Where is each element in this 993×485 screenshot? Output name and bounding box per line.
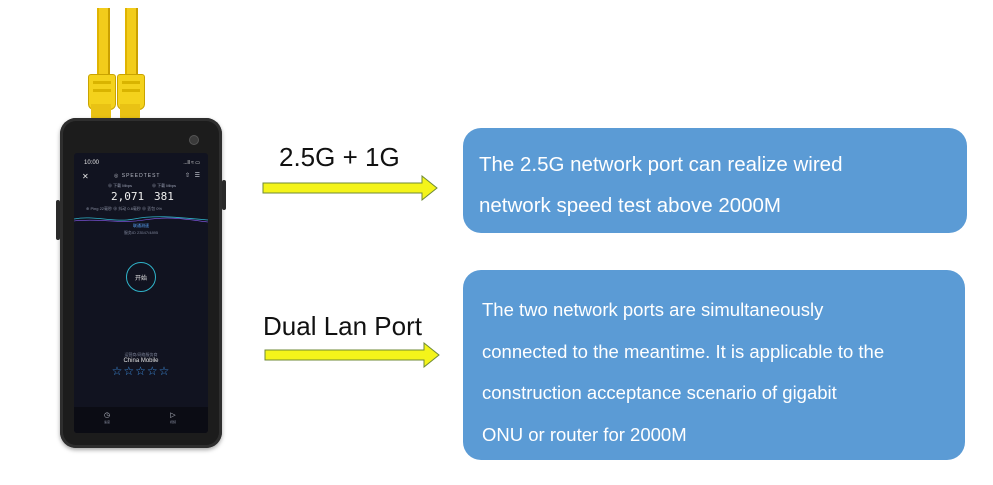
bottom-nav: ◷ 速度 ▷ 视频: [74, 407, 208, 433]
download-value: 2,071: [111, 190, 145, 203]
callout-line: construction acceptance scenario of giga…: [482, 382, 837, 403]
speed-icon: ◷: [103, 412, 111, 419]
ping-stats: ⊕ Ping 22毫秒 ⊕ 抖动 0.6毫秒 ⊕ 丢包 0%: [86, 206, 163, 211]
network-cable-right: [125, 8, 138, 80]
server-id: 服务ID 23547/4895: [123, 230, 159, 235]
share-icon[interactable]: ⇧: [184, 173, 190, 179]
upload-value: 381: [154, 190, 174, 203]
isp-label: 运营商/网络服务商: [124, 352, 158, 357]
right-arrow-icon: [262, 175, 438, 201]
side-button-left: [56, 200, 60, 240]
play-icon: ▷: [170, 412, 176, 419]
rating-stars[interactable]: ☆☆☆☆☆: [111, 364, 171, 378]
callout-line: network speed test above 2000M: [479, 194, 781, 217]
nav-item-speed[interactable]: ◷ 速度: [92, 411, 122, 424]
menu-icon[interactable]: ☰: [194, 173, 200, 179]
start-test-button[interactable]: 开始: [126, 262, 156, 292]
callout-line: The 2.5G network port can realize wired: [479, 153, 843, 176]
connector-boot-left: [91, 104, 111, 120]
server-name[interactable]: 联通测速: [133, 223, 149, 228]
right-arrow-icon: [264, 342, 440, 368]
close-icon[interactable]: ✕: [82, 172, 89, 181]
speed-graph: [74, 216, 208, 223]
label-dual-lan-port: Dual Lan Port: [263, 311, 422, 341]
network-cable-left: [97, 8, 110, 80]
nav-item-video[interactable]: ▷ 视频: [158, 411, 188, 424]
callout-dual-lan: The two network ports are simultaneously…: [463, 270, 965, 460]
speedtest-logo: ◎ SPEEDTEST: [114, 173, 161, 179]
side-button-right: [222, 180, 226, 210]
camera-icon: [190, 136, 198, 144]
callout-line: The two network ports are simultaneously: [482, 299, 824, 320]
callout-line: connected to the meantime. It is applica…: [482, 340, 885, 362]
status-time: 10:00: [84, 160, 100, 166]
status-icons: ...ll ≈ ▭: [183, 160, 200, 166]
isp-name: China Mobile: [123, 358, 159, 364]
nav-item-label: 视频: [169, 420, 176, 424]
callout-line: ONU or router for 2000M: [482, 423, 687, 445]
connector-boot-right: [120, 104, 140, 120]
upload-label: ⊕ 下载 Mbps: [152, 183, 177, 188]
label-25g-1g: 2.5G + 1G: [279, 142, 400, 172]
download-label: ⊕ 下载 Mbps: [108, 183, 133, 188]
nav-item-label: 速度: [103, 420, 110, 424]
device-screen: 10:00 ...ll ≈ ▭ ✕ ◎ SPEEDTEST ⇧ ☰ ⊕ 下载 M…: [74, 153, 208, 433]
callout-25g-speed-test: The 2.5G network port can realize wired …: [463, 128, 967, 233]
